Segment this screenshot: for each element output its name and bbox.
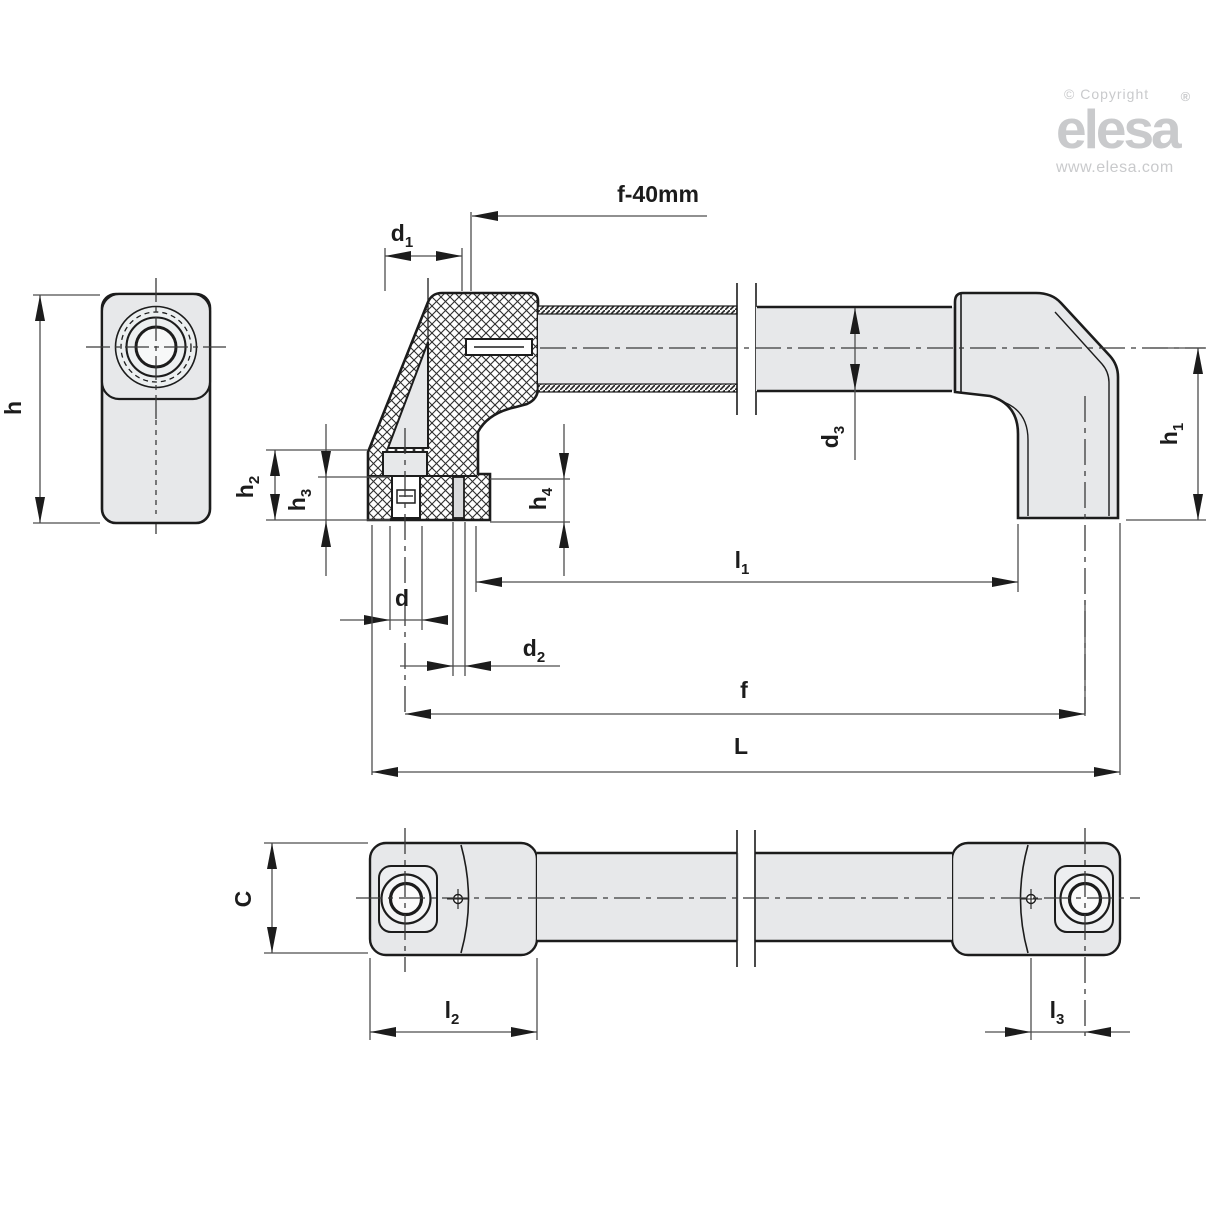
dim-d-label: d	[395, 585, 409, 611]
side-view: f-40mm d1 h2 h3 h4	[232, 181, 1206, 777]
dim-f40: f-40mm	[470, 181, 707, 291]
end-view: h	[0, 278, 226, 538]
dim-L-label: L	[734, 733, 748, 759]
top-view-centerlines	[356, 828, 1140, 1036]
top-view-tube	[537, 830, 952, 967]
dim-h: h	[0, 294, 100, 524]
website-text: www.elesa.com	[1056, 159, 1174, 176]
top-view-left-foot-details	[378, 844, 470, 954]
dim-f40-label: f-40mm	[617, 181, 699, 207]
dim-f: f	[405, 600, 1086, 719]
dim-d2-label: d2	[523, 635, 545, 666]
dim-l1-label: l1	[735, 547, 750, 578]
dim-h2: h2	[232, 449, 390, 521]
screw-clearance-hole	[452, 476, 465, 519]
dim-L: L	[371, 523, 1121, 777]
registered-mark: ®	[1180, 88, 1191, 104]
dim-l2-label: l2	[445, 997, 460, 1028]
dim-d: d	[340, 526, 448, 630]
dim-f-label: f	[740, 677, 748, 703]
dim-C-label: C	[230, 891, 256, 908]
dim-C: C	[230, 842, 368, 954]
brand-block: © Copyright elesa® www.elesa.com	[1056, 86, 1214, 177]
elesa-logo: elesa®	[1056, 88, 1191, 160]
dim-h2-label: h2	[232, 476, 263, 498]
dim-h3: h3	[284, 424, 390, 576]
dim-h1-label: h1	[1156, 423, 1187, 445]
right-leg-detail-lines	[960, 294, 1110, 516]
dim-d2: d2	[400, 522, 560, 676]
dim-l3: l3	[985, 958, 1130, 1040]
dim-d1-label: d1	[391, 220, 413, 251]
left-leg-recess	[386, 341, 429, 449]
dim-l1: l1	[475, 524, 1019, 592]
dim-d3-label: d3	[817, 426, 848, 448]
dim-l2: l2	[369, 958, 538, 1040]
dim-d1: d1	[384, 220, 463, 291]
dim-h3-label: h3	[284, 489, 315, 511]
dim-h4: h4	[490, 424, 570, 576]
right-leg	[953, 291, 1120, 520]
dim-l3-label: l3	[1050, 997, 1065, 1028]
dim-d3: d3	[817, 308, 860, 460]
top-view: C l2 l3	[230, 828, 1140, 1040]
dim-h-label: h	[0, 401, 26, 415]
dim-h1: h1	[1126, 347, 1206, 521]
copyright-text: © Copyright	[1064, 86, 1150, 102]
dim-h4-label: h4	[525, 487, 556, 510]
tube-left-segment	[537, 305, 738, 393]
end-view-centerlines	[86, 278, 226, 538]
